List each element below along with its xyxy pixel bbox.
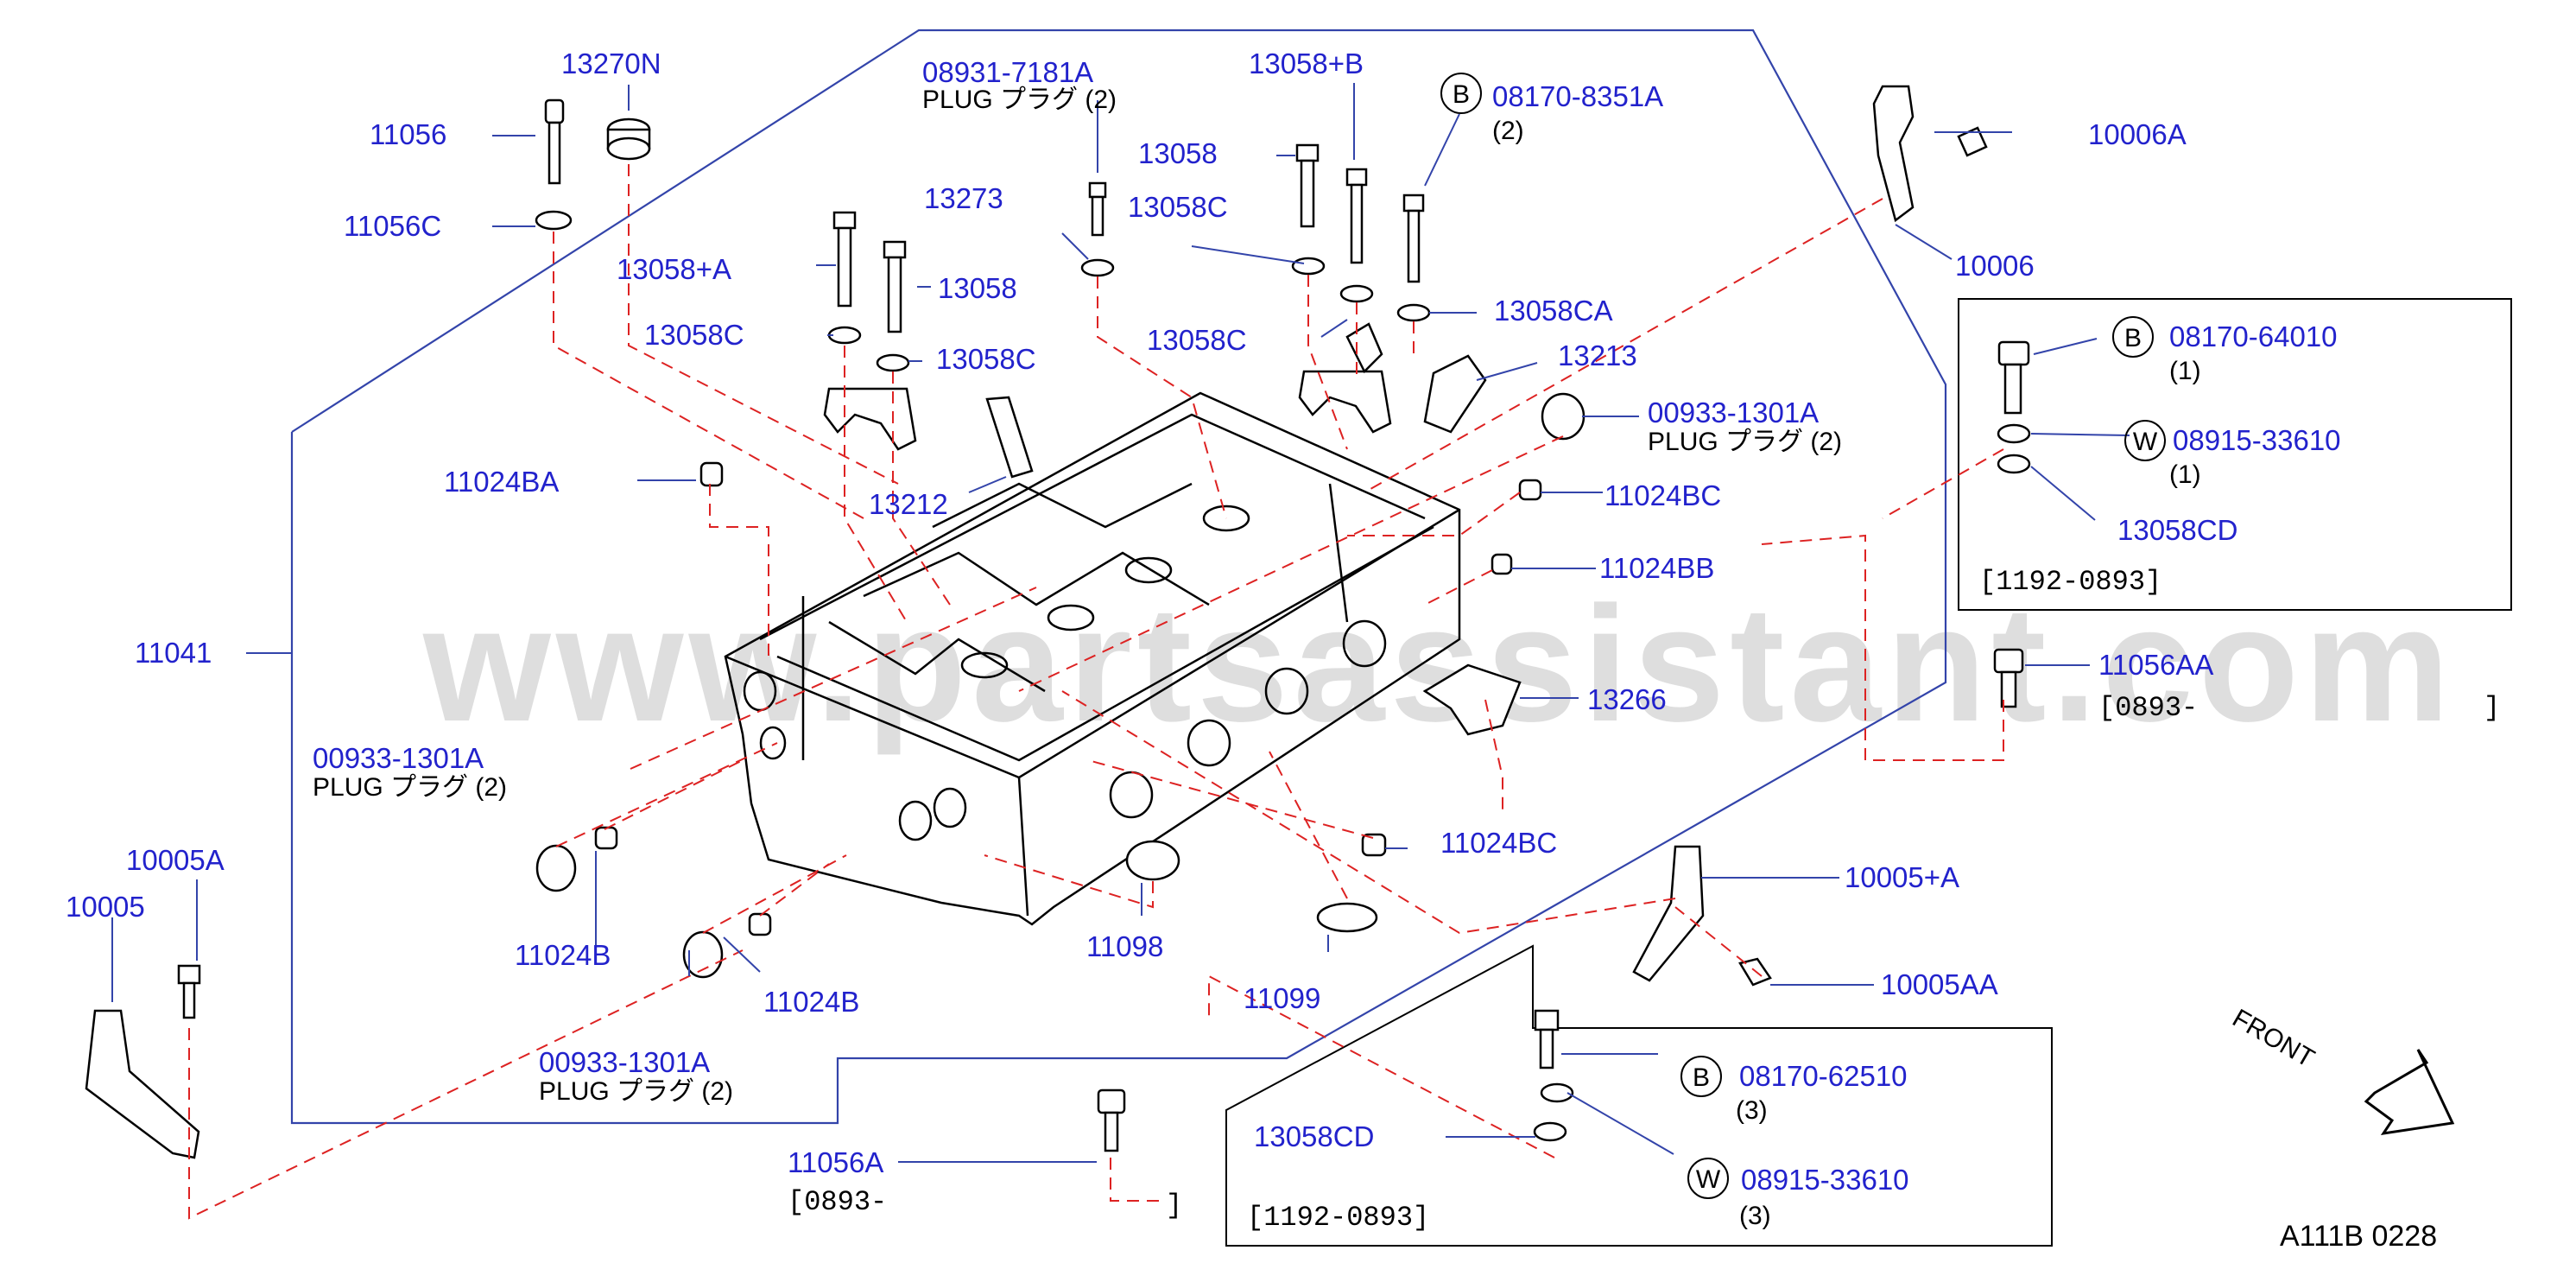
label-11024BA: 11024BA [444, 466, 560, 498]
inset-top-frame [1958, 298, 2512, 611]
inset-bottom-range: [1192-0893] [1247, 1202, 1430, 1234]
inset-bottom-bolt-qty: (3) [1736, 1096, 1768, 1125]
inset-bottom-bolt-number: 08170-62510 [1739, 1060, 1908, 1092]
label-11056C: 11056C [344, 210, 442, 242]
label-11056AA-range: [0893- [2098, 692, 2199, 724]
inset-bottom-frame [1225, 944, 2053, 1247]
label-10006A: 10006A [2088, 118, 2187, 150]
label-08931-plug: PLUG プラグ (2) [922, 86, 1117, 114]
inset-bottom-washer-qty: (3) [1739, 1202, 1771, 1230]
inset-top-plain-washer: 13058CD [2117, 514, 2238, 546]
label-13058B: 13058+B [1249, 48, 1364, 79]
label-10005A: 10005A [126, 844, 225, 876]
label-00933-c-plug: PLUG プラグ (2) [539, 1077, 734, 1106]
inset-top-range: [1192-0893] [1979, 566, 2162, 598]
diagram-code: A111B 0228 [2280, 1220, 2438, 1253]
label-10005: 10005 [66, 891, 145, 923]
label-11056AA: 11056AA [2098, 649, 2214, 681]
washer-symbol-inset-bottom: W [1687, 1158, 1729, 1199]
label-11056A-range-close: ] [1166, 1190, 1183, 1222]
inset-top-washer-number: 08915-33610 [2173, 424, 2341, 456]
label-11098: 11098 [1086, 930, 1164, 962]
label-13058-a: 13058 [1138, 137, 1218, 169]
label-10005plusA: 10005+A [1845, 861, 1960, 893]
label-11041: 11041 [135, 637, 212, 669]
label-13273: 13273 [924, 182, 1003, 214]
label-11056A-range: [0893- [788, 1186, 888, 1218]
label-13058C-b: 13058C [644, 319, 744, 351]
assembly-outline [290, 29, 1947, 1125]
label-11099: 11099 [1244, 982, 1321, 1014]
label-10006: 10006 [1955, 250, 2035, 282]
parts-glyphs [85, 85, 2031, 1159]
cylinder-head [724, 391, 1461, 926]
assembly-dashes [188, 164, 2004, 1220]
bolt-symbol-inset-bottom: B [1680, 1056, 1722, 1097]
label-00933-a: 00933-1301A [1648, 397, 1820, 428]
label-13058-b: 13058 [938, 272, 1017, 304]
leader-lines [111, 83, 2130, 1163]
label-11024B-b: 11024B [763, 986, 860, 1018]
label-11056A: 11056A [788, 1146, 884, 1178]
inset-bottom-washer-number: 08915-33610 [1741, 1164, 1909, 1196]
label-13058CA: 13058CA [1494, 295, 1613, 327]
label-13266: 13266 [1587, 683, 1667, 715]
label-00933-b: 00933-1301A [313, 742, 484, 774]
label-08170-8351A-qty: (2) [1492, 117, 1524, 145]
label-13058C-c: 13058C [936, 343, 1036, 375]
label-13212: 13212 [869, 488, 948, 520]
label-08931-7181A: 08931-7181A [922, 56, 1094, 88]
label-11024B-a: 11024B [515, 939, 611, 971]
washer-symbol-inset-top: W [2124, 420, 2166, 461]
label-00933-b-plug: PLUG プラグ (2) [313, 773, 508, 802]
inset-top-bolt-qty: (1) [2169, 357, 2201, 385]
label-00933-a-plug: PLUG プラグ (2) [1648, 428, 1843, 456]
label-11024BC-b: 11024BC [1440, 827, 1558, 859]
label-13213: 13213 [1558, 340, 1637, 371]
label-08170-8351A: 08170-8351A [1492, 80, 1664, 112]
label-13058C-a: 13058C [1128, 191, 1228, 223]
bolt-symbol-top: B [1440, 73, 1482, 114]
label-13058plusA: 13058+A [617, 253, 732, 285]
inset-top-bolt-number: 08170-64010 [2169, 320, 2338, 352]
front-arrow [2364, 1049, 2455, 1135]
label-13058C-d: 13058C [1147, 324, 1247, 356]
label-11024BB: 11024BB [1599, 552, 1715, 584]
label-11024BC-a: 11024BC [1604, 479, 1722, 511]
label-11056: 11056 [370, 118, 447, 150]
label-13270N: 13270N [561, 48, 661, 79]
label-11056AA-range-close: ] [2484, 692, 2501, 724]
inset-top-washer-qty: (1) [2169, 460, 2201, 489]
label-00933-c: 00933-1301A [539, 1046, 711, 1078]
bolt-symbol-inset-top: B [2112, 316, 2154, 358]
inset-bottom-plain-washer: 13058CD [1254, 1120, 1375, 1152]
label-10005AA: 10005AA [1881, 968, 1998, 1000]
watermark: www.partsassistant.com [423, 573, 2455, 756]
